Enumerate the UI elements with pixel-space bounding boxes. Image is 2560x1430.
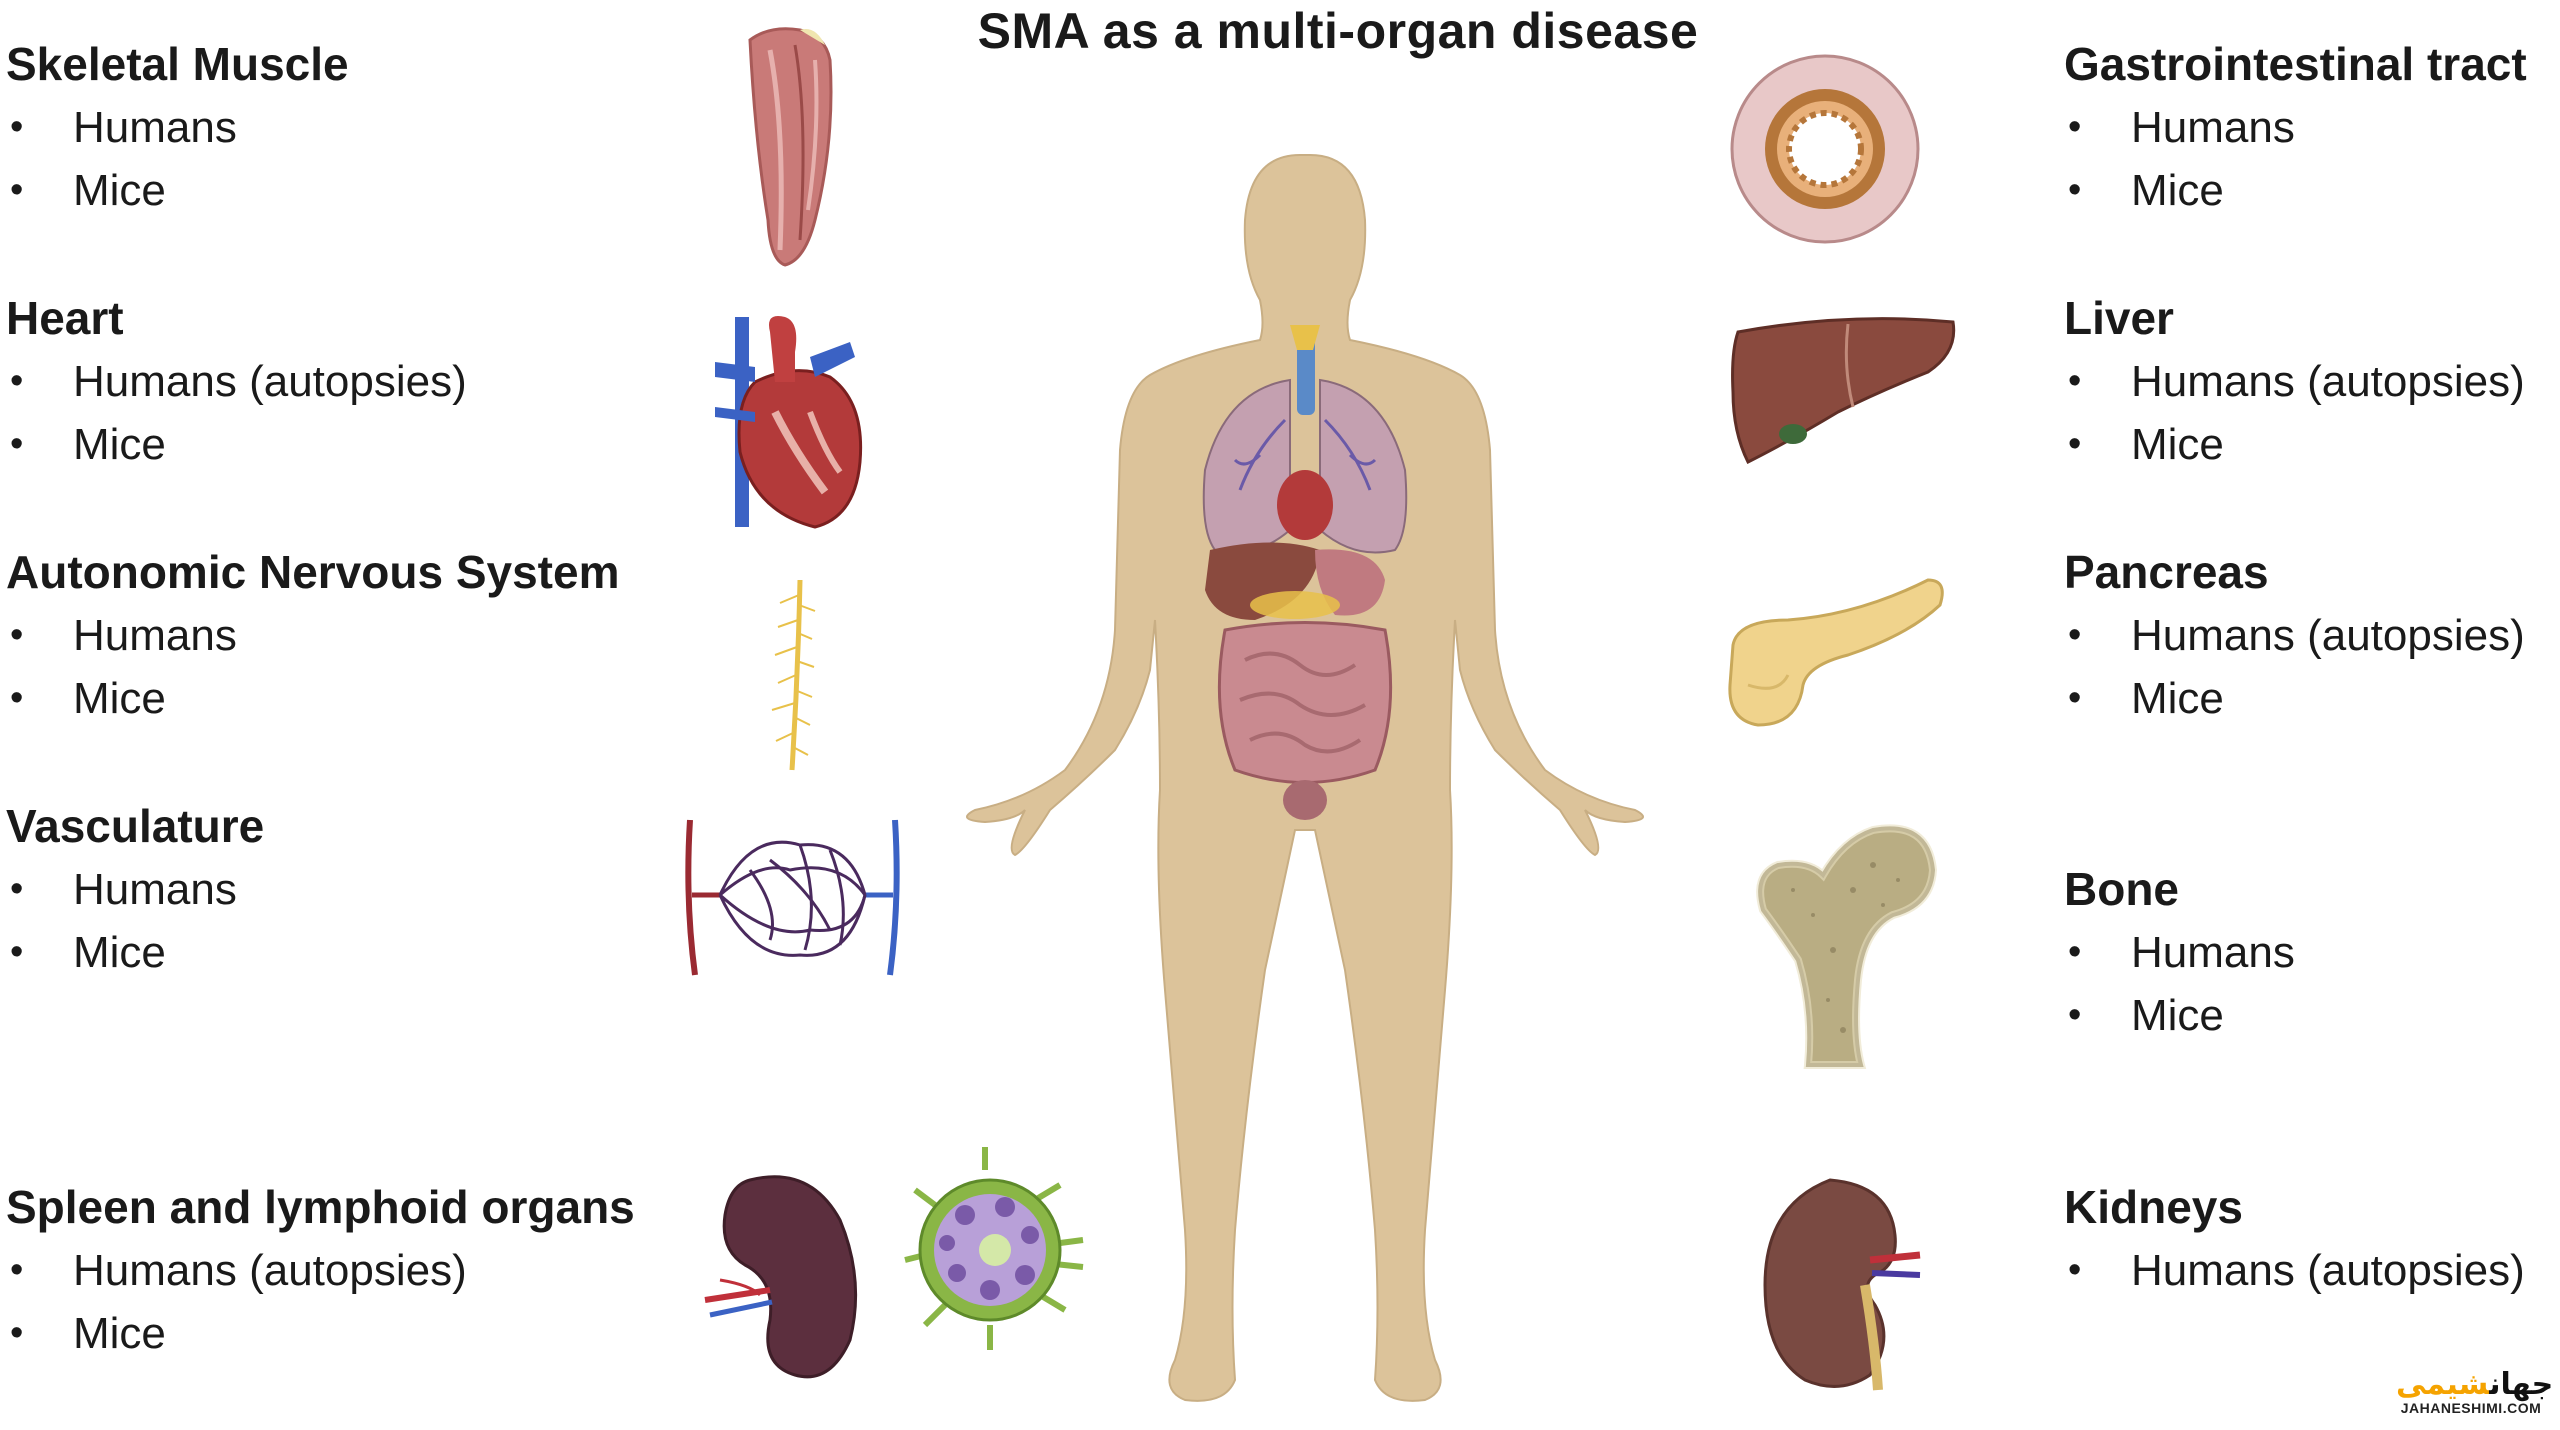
item-vasculature-humans: •Humans [10,865,237,914]
vasculature-icon [685,819,900,976]
label-heart: Heart •Humans (autopsies) •Mice [6,286,706,476]
item-skeletal-humans: •Humans [10,103,237,152]
item-vasculature-mice: •Mice [10,928,166,977]
label-gastrointestinal: Gastrointestinal tract •Humans •Mice [2064,32,2560,222]
item-spleen-mice: •Mice [10,1309,166,1358]
skeletal-muscle-icon [748,27,833,267]
label-autonomic-nervous-system: Autonomic Nervous System •Humans •Mice [6,540,706,730]
watermark-site: JAHANESHIMI.COM [2400,1400,2542,1416]
watermark-logo: جهانشیمی [2396,1367,2554,1402]
heading-autonomic-nervous-system: Autonomic Nervous System [6,546,620,598]
lymph-node-icon [904,1147,1084,1350]
item-bone-humans: •Humans [2068,928,2295,977]
diagram-title: SMA as a multi-organ disease [977,3,1699,59]
label-vasculature: Vasculature •Humans •Mice [6,794,706,984]
label-spleen-lymphoid: Spleen and lymphoid organs •Humans (auto… [6,1175,706,1365]
spleen-icon [704,1175,858,1379]
label-liver: Liver •Humans (autopsies) •Mice [2064,286,2560,476]
item-gi-humans: •Humans [2068,103,2295,152]
heading-bone: Bone [2064,863,2179,915]
item-spleen-humans: •Humans (autopsies) [10,1246,467,1295]
nerve-icon [771,579,816,771]
heading-liver: Liver [2064,292,2174,344]
heading-gastrointestinal: Gastrointestinal tract [2064,38,2527,90]
item-liver-humans: •Humans (autopsies) [2068,357,2525,406]
label-skeletal-muscle: Skeletal Muscle •Humans •Mice [6,32,706,222]
label-kidneys: Kidneys •Humans (autopsies) [2064,1175,2560,1302]
heading-skeletal-muscle: Skeletal Muscle [6,38,349,90]
item-gi-mice: •Mice [2068,166,2224,215]
heading-pancreas: Pancreas [2064,546,2269,598]
pancreas-icon [1728,578,1944,727]
gi-tract-icon [1730,54,1920,244]
heading-spleen-lymphoid: Spleen and lymphoid organs [6,1181,635,1233]
item-ans-humans: •Humans [10,611,237,660]
liver-icon [1731,317,1956,465]
kidney-icon [1763,1178,1921,1391]
item-pancreas-humans: •Humans (autopsies) [2068,611,2525,660]
item-skeletal-mice: •Mice [10,166,166,215]
item-heart-mice: •Mice [10,420,166,469]
human-body-icon [966,154,1644,1402]
label-pancreas: Pancreas •Humans (autopsies) •Mice [2064,540,2560,730]
bone-icon [1756,824,1938,1069]
item-bone-mice: •Mice [2068,991,2224,1040]
heading-kidneys: Kidneys [2064,1181,2243,1233]
heading-heart: Heart [6,292,124,344]
heart-icon [715,316,863,529]
item-ans-mice: •Mice [10,674,166,723]
item-heart-humans: •Humans (autopsies) [10,357,467,406]
watermark: جهانشیمی JAHANESHIMI.COM [2396,1367,2554,1417]
heading-vasculature: Vasculature [6,800,265,852]
item-liver-mice: •Mice [2068,420,2224,469]
item-pancreas-mice: •Mice [2068,674,2224,723]
label-bone: Bone •Humans •Mice [2064,857,2560,1047]
item-kidneys-humans: •Humans (autopsies) [2068,1246,2525,1295]
